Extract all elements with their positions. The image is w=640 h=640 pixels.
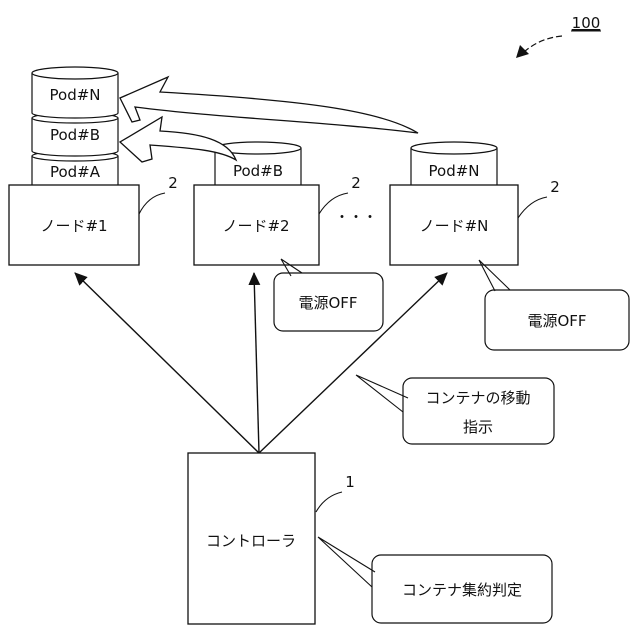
node-n-ref-leader <box>518 197 547 218</box>
move-instruction-line2: 指示 <box>463 418 493 436</box>
node2-pod-label: Pod#B <box>233 162 283 180</box>
node-2-label: ノード#2 <box>222 217 289 235</box>
node-ellipsis: ・・・ <box>335 210 377 226</box>
noden-pod-label: Pod#N <box>429 162 480 180</box>
pod-b-label: Pod#B <box>50 126 100 144</box>
controller-label: コントローラ <box>206 532 296 550</box>
instruction-arrow-node-2 <box>254 273 259 453</box>
power-off-label-node2: 電源OFF <box>298 294 357 312</box>
consolidation-callout-pointer <box>318 537 375 587</box>
figure-reference-number: 100 <box>572 14 601 32</box>
noden-pod: Pod#N <box>411 142 497 190</box>
node-n-ref-number: 2 <box>550 178 560 196</box>
power-off-label-noden: 電源OFF <box>527 312 586 330</box>
node-1-label: ノード#1 <box>40 217 107 235</box>
node-1-ref-number: 2 <box>168 174 178 192</box>
node-n-label: ノード#N <box>420 217 489 235</box>
controller-ref-leader <box>316 492 342 512</box>
pod-a-label: Pod#A <box>50 163 101 181</box>
figure-reference-arrowhead <box>516 45 529 58</box>
noden-pod-top <box>411 142 497 154</box>
consolidation-label: コンテナ集約判定 <box>402 581 522 599</box>
node-2-ref-number: 2 <box>351 174 361 192</box>
figure-reference-leader <box>524 36 562 52</box>
node-1-ref-leader <box>139 193 165 214</box>
migration-arrow-pod-n <box>120 77 418 133</box>
pod-n-top <box>32 67 118 79</box>
pod-n-label: Pod#N <box>50 86 101 104</box>
move-instruction-line1: コンテナの移動 <box>425 389 530 407</box>
controller-ref-number: 1 <box>345 473 355 491</box>
instruction-arrow-node-1 <box>75 273 259 453</box>
move-instruction-callout-pointer <box>356 375 408 412</box>
node1-pod-stack: Pod#A Pod#B Pod#N <box>32 67 118 190</box>
